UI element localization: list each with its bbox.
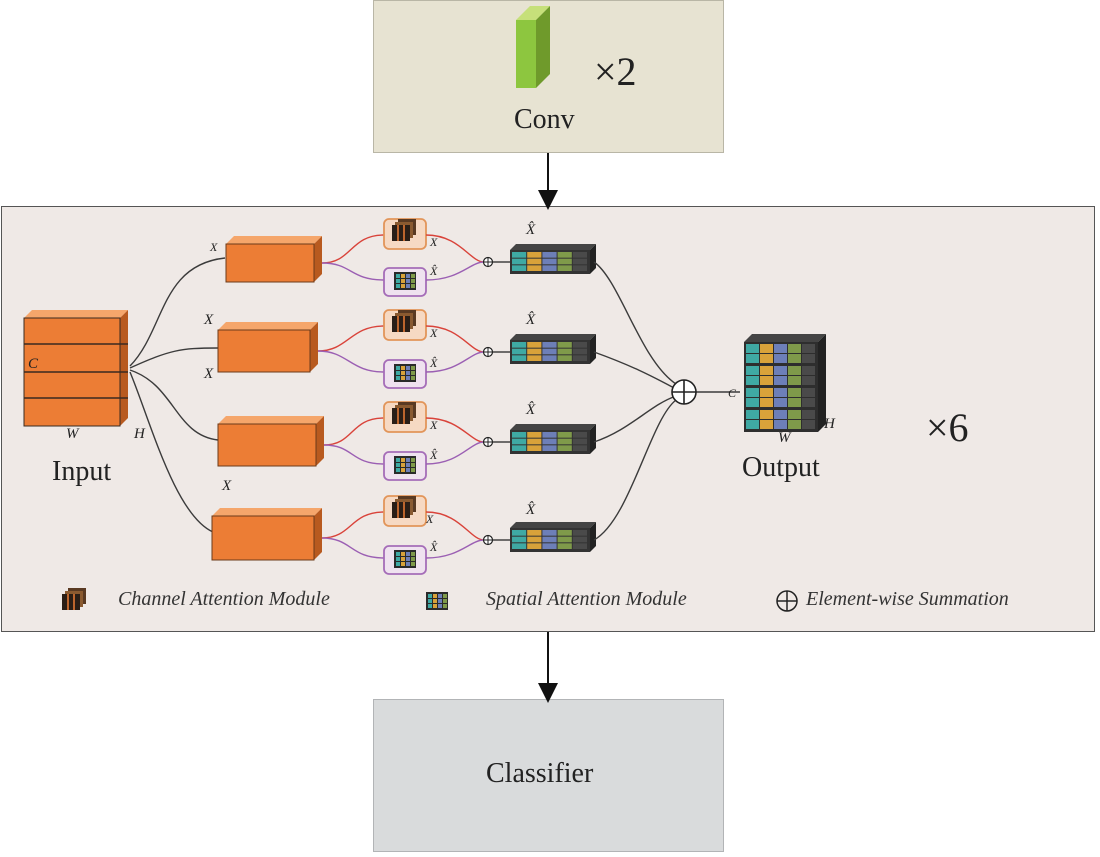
branch-2-ca-label: X [430,326,438,340]
branch-rows [211,218,596,575]
refined-feature-stack [510,334,596,364]
branch-1-xhat-label: X̂ [526,222,536,238]
input-feature-block [23,310,128,427]
branch-3-ca-label: X [430,418,438,432]
sum-connectors [593,261,740,541]
input-label: Input [52,456,112,487]
spatial-attention-module [383,451,427,481]
branch-feature-block [217,416,324,467]
spatial-wire [317,350,385,373]
branch-2-sa-label: X̂ [430,356,438,370]
channel-attention-module [383,218,427,250]
branch-row [217,309,596,389]
legend-sum-text: Element-wise Summation [806,588,1009,610]
branch-3-sa-label: X̂ [430,448,438,462]
classifier-label: Classifier [486,758,594,789]
branch-2-x-label: X [204,312,214,328]
input-dim-c: C [28,356,39,372]
channel-wire [323,417,385,446]
branch-connectors [129,257,226,533]
output-feature-block [744,334,826,432]
output-label: Output [742,452,820,483]
refined-feature-stack [510,424,596,454]
spatial-wire [321,262,385,281]
channel-wire [321,511,385,539]
branch-4-x-label: X [222,478,232,494]
channel-wire [321,234,385,264]
conv-repeat-label: ×2 [594,49,637,94]
branch-3-xhat-label: X̂ [526,402,536,418]
spatial-attention-module [383,267,427,297]
spatial-attention-module [383,359,427,389]
branch-4-sa-label: X̂ [430,540,438,554]
legend-sum-icon [776,590,798,612]
channel-attention-module [383,401,427,433]
branch-2-xhat-label: X̂ [526,312,536,328]
legend-channel-icon [62,588,86,610]
output-dim-c: C [728,386,737,400]
branch-row [225,218,596,297]
branch-1-sa-label: X̂ [430,264,438,278]
channel-attention-module [383,309,427,341]
legend-channel-text: Channel Attention Module [118,588,330,610]
branch-1-x-label: X [210,240,218,254]
conv-layer-icon [516,6,550,88]
branch-4-ca-label: X [426,512,434,526]
branch-3-x-label: X [204,366,214,382]
branch-1-ca-label: X [430,235,438,249]
spatial-wire [323,444,385,465]
refined-feature-stack [510,244,596,274]
input-dim-h: H [134,426,145,442]
spatial-attention-module [383,545,427,575]
conv-label: Conv [514,104,575,135]
spatial-wire [321,537,385,559]
branch-4-xhat-label: X̂ [526,502,536,518]
input-dim-w: W [66,426,79,442]
legend-spatial-text: Spatial Attention Module [486,588,687,610]
output-dim-h: H [824,416,835,432]
channel-wire [317,325,385,352]
legend-spatial-icon [426,592,448,610]
branch-feature-block [211,508,322,561]
branch-feature-block [217,322,318,373]
branch-row [211,495,596,575]
branch-row [217,401,596,481]
summation-symbol [671,379,697,405]
refined-feature-stack [510,522,596,552]
block-repeat-label: ×6 [926,405,969,450]
classifier-block [373,699,724,852]
output-dim-w: W [778,430,791,446]
branch-feature-block [225,236,322,283]
channel-attention-module [383,495,427,527]
